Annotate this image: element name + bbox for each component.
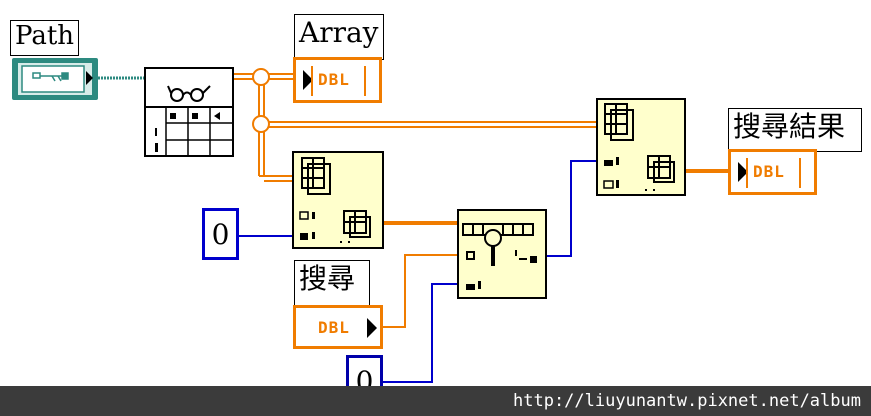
- search-wire[interactable]: [383, 254, 458, 328]
- array-out-icon: [343, 210, 371, 238]
- index-constant-a[interactable]: 0: [202, 208, 239, 260]
- terminal-arrow-icon: [738, 162, 748, 182]
- terminal-arrow-icon: [367, 318, 377, 338]
- index-array-node[interactable]: [292, 151, 384, 249]
- array-type-text: DBL: [318, 70, 350, 89]
- path-label: Path: [10, 20, 80, 56]
- watermark-url: http://liuyunantw.pixnet.net/album: [513, 391, 861, 411]
- array-grid-icon: [301, 157, 331, 195]
- spreadsheet-grid-icon: [165, 107, 233, 156]
- wire-junction-top: [252, 68, 270, 86]
- magnifier-icon: [462, 223, 534, 266]
- array-wire[interactable]: [233, 73, 597, 182]
- search-type-text: DBL: [318, 318, 350, 337]
- search-label: 搜尋: [294, 260, 370, 306]
- search-array-node[interactable]: [457, 209, 547, 299]
- array-indicator[interactable]: DBL: [293, 57, 382, 103]
- search-result-indicator[interactable]: DBL: [728, 149, 817, 195]
- glasses-icon: [167, 85, 211, 102]
- result-type-text: DBL: [753, 162, 785, 181]
- terminal-arrow-icon: [86, 71, 93, 85]
- read-spreadsheet-node[interactable]: [144, 67, 234, 157]
- array-grid-icon-right: [604, 103, 675, 183]
- path-control[interactable]: [12, 58, 98, 100]
- watermark-bar: http://liuyunantw.pixnet.net/album: [0, 386, 871, 416]
- found-index-wire[interactable]: [546, 160, 601, 257]
- wire-junction-mid: [252, 115, 270, 133]
- search-result-label: 搜尋結果: [728, 108, 862, 152]
- array-label: Array: [294, 14, 384, 60]
- path-icon: [32, 72, 69, 82]
- index-array-node-right[interactable]: [596, 98, 686, 196]
- search-control[interactable]: DBL: [293, 305, 383, 349]
- terminal-arrow-icon: [303, 70, 313, 90]
- index-wire-b[interactable]: [383, 283, 461, 383]
